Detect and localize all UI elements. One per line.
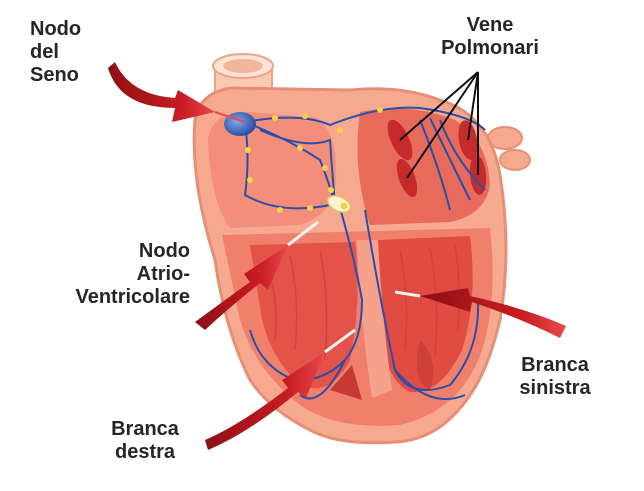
conduction-pathways [243,106,486,401]
apex-chamber [330,365,362,400]
right-atrium [208,111,337,228]
conduction-dots [245,107,383,213]
label-sinoatrial-node: Nodo del Seno [30,18,82,86]
label-atrioventricular-node: Nodo Atrio- Ventricolare [75,240,190,308]
left-apex-chamber [416,340,434,390]
septum [357,240,392,398]
arrow-atrioventricular [195,220,319,330]
label-right-branch: Branca destra [111,418,179,463]
label-left-branch: Branca sinistra [519,354,591,399]
label-pulmonary-veins: Vene Polmonari [441,14,539,59]
left-ventricle-chamber [378,236,473,393]
arrow-right-branch [205,328,356,450]
arrow-sinoatrial [108,62,246,123]
arrow-left-branch [394,288,566,338]
av-node [326,195,352,213]
right-ventricle-chamber [250,242,358,389]
pulmonary-vein-stubs [487,126,531,171]
pulmonary-vein-pointers [399,71,479,179]
muscle-striations [264,244,461,361]
